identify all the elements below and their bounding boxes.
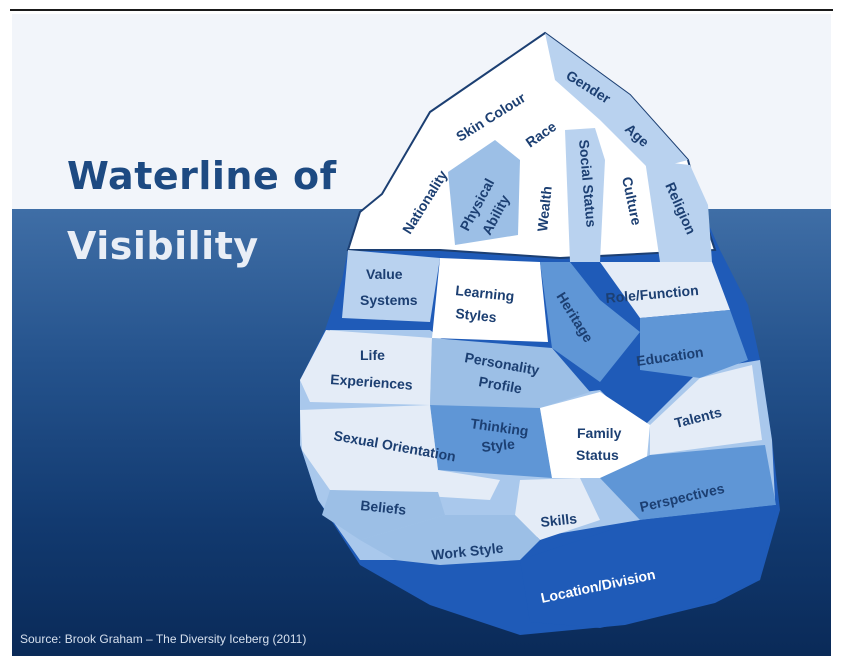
ice-physical-ability	[448, 140, 520, 245]
iceberg-slide: Waterline of Visibility	[12, 14, 831, 656]
title-line-2: Visibility	[67, 224, 259, 268]
ice-education	[640, 310, 748, 378]
label-value-systems-2: Systems	[360, 292, 418, 308]
ice-heritage	[540, 262, 640, 382]
iceberg-diagram: Gender Skin Colour Age Race Nationality …	[300, 31, 780, 635]
ice-family-status	[540, 392, 650, 478]
ice-beliefs	[322, 490, 445, 540]
label-learning-styles-1: Learning	[455, 282, 515, 304]
ice-thinking-style	[430, 405, 552, 478]
ice-gender-age	[545, 33, 688, 170]
ice-life-experiences	[300, 330, 432, 405]
label-learning-styles-2: Styles	[455, 305, 498, 325]
label-beliefs: Beliefs	[360, 497, 408, 518]
ice-personality-profile	[430, 338, 590, 408]
label-social-status: Social Status	[576, 139, 600, 228]
ice-work-style	[360, 515, 540, 565]
label-life-experiences-2: Experiences	[330, 371, 414, 393]
label-life-experiences-1: Life	[360, 347, 385, 363]
ice-value-systems	[342, 250, 440, 322]
top-border-line	[10, 9, 833, 11]
ice-social-status	[565, 128, 605, 262]
ice-sexual-orientation	[300, 405, 500, 500]
title-line-1: Waterline of	[67, 154, 337, 198]
ice-location-division	[520, 505, 776, 628]
label-family-status-1: Family	[577, 425, 622, 441]
label-wealth: Wealth	[534, 185, 555, 232]
ice-religion	[645, 160, 712, 262]
ice-talents	[650, 365, 762, 455]
label-thinking-style-2: Style	[481, 436, 516, 455]
label-work-style: Work Style	[431, 540, 505, 563]
label-skills: Skills	[540, 510, 578, 530]
ice-role-function	[600, 262, 730, 318]
label-family-status-2: Status	[576, 447, 619, 463]
ice-learning-styles	[432, 258, 548, 342]
ice-perspectives	[600, 445, 776, 520]
label-value-systems-1: Value	[366, 266, 403, 282]
label-personality-profile-2: Profile	[477, 373, 523, 396]
source-caption: Source: Brook Graham – The Diversity Ice…	[20, 632, 307, 646]
ice-skills	[515, 478, 600, 540]
